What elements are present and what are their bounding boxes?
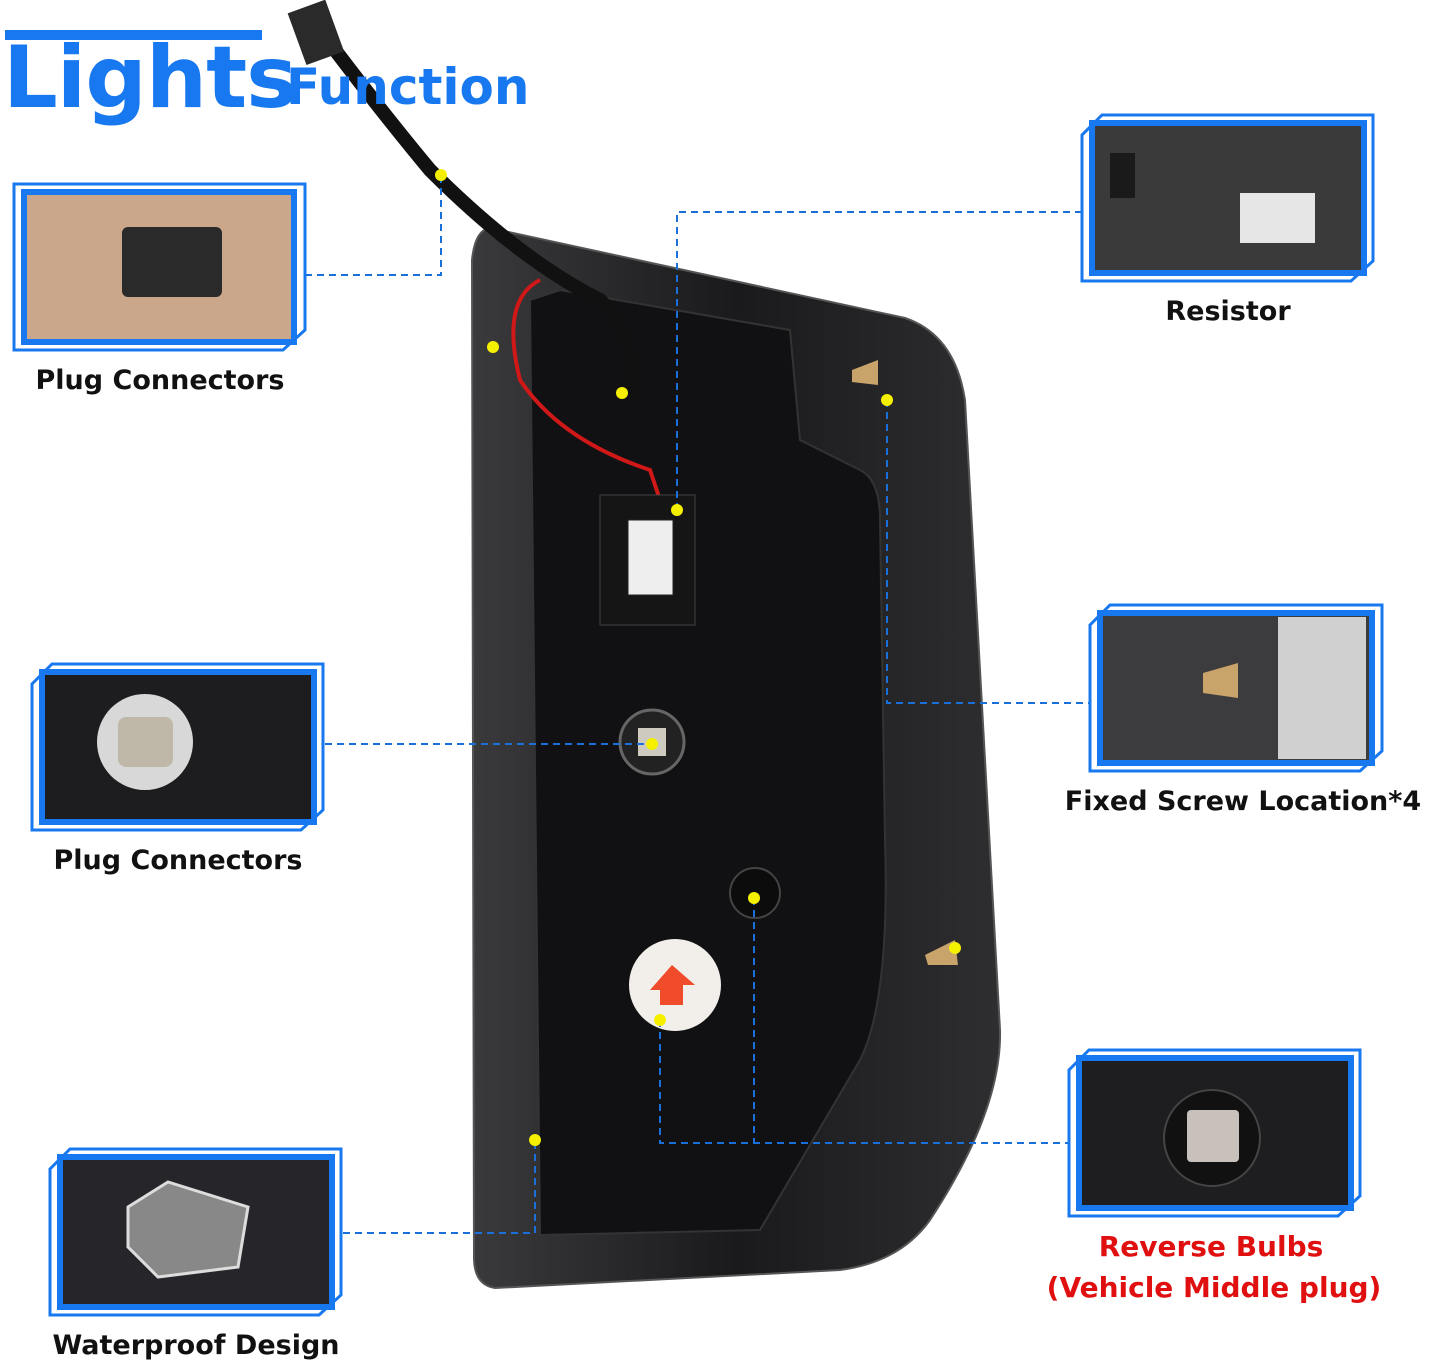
- callout-label: Resistor: [1165, 296, 1291, 327]
- callout-label: Plug Connectors: [35, 365, 285, 396]
- callout-leader-lines: [305, 175, 1090, 1234]
- callout-sublabel: (Vehicle Middle plug): [1046, 1271, 1382, 1304]
- red-wire: [511, 278, 662, 501]
- callout-plug-connectors-1: [12, 182, 307, 352]
- callout-waterproof-design: [48, 1147, 343, 1317]
- callout-fixed-screw-location: [1088, 603, 1384, 773]
- callout-plug-connectors-2: [30, 662, 325, 832]
- callout-reverse-bulbs: [1067, 1048, 1362, 1218]
- callout-resistor: [1080, 113, 1375, 283]
- callout-label: Waterproof Design: [52, 1330, 340, 1361]
- page-title: Lights: [3, 28, 297, 128]
- title-underline: [5, 30, 262, 40]
- callout-label: Reverse Bulbs: [1098, 1230, 1324, 1263]
- page-subtitle: Function: [286, 58, 530, 116]
- wire-harness: [314, 25, 639, 402]
- resistor: [599, 494, 696, 626]
- callout-label: Fixed Screw Location*4: [1064, 786, 1422, 817]
- marker-dots: [435, 169, 961, 1146]
- screw: [852, 360, 878, 385]
- callout-label: Plug Connectors: [53, 845, 303, 876]
- connector-top: [287, 0, 345, 66]
